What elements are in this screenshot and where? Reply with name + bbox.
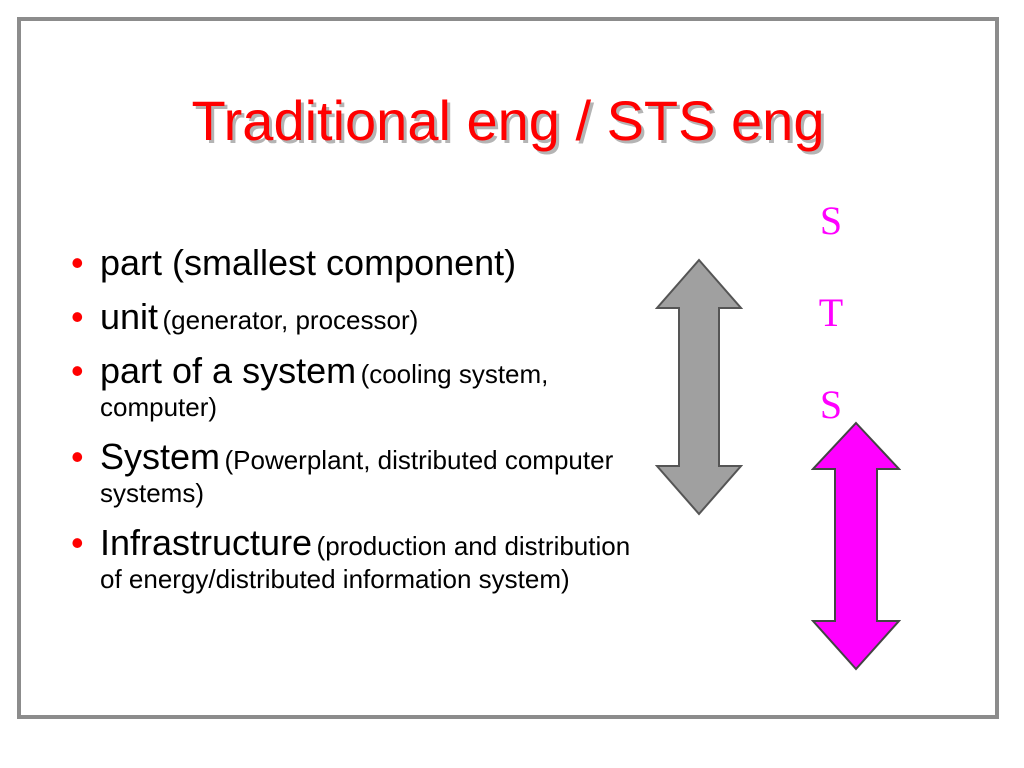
- bullet-main-text: part of a system: [100, 350, 357, 391]
- bullet-main-text: Infrastructure: [100, 522, 313, 563]
- bullet-item: • Infrastructure (production and distrib…: [67, 523, 657, 595]
- bullet-main-text: unit: [100, 296, 159, 337]
- bullet-main-text: System: [100, 436, 221, 477]
- bullet-icon: •: [71, 242, 84, 283]
- double-headed-vertical-arrow-icon: [811, 421, 901, 671]
- slide: Traditional eng / STS eng • part (smalle…: [17, 17, 999, 719]
- bullet-item: • part of a system (cooling system, comp…: [67, 351, 657, 423]
- bullet-sub-text: (generator, processor): [162, 305, 419, 335]
- bullet-main-text: part (smallest component): [100, 242, 517, 283]
- bullet-list: • part (smallest component) • unit (gene…: [67, 243, 657, 609]
- bullet-item: • part (smallest component): [67, 243, 657, 283]
- bullet-sub-text: (production and distribution of energy/d…: [100, 531, 631, 594]
- bullet-icon: •: [71, 296, 84, 337]
- bullet-icon: •: [71, 522, 84, 563]
- bullet-icon: •: [71, 350, 84, 391]
- sts-letter-s-top: S: [819, 198, 843, 243]
- sts-letter-s-bottom: S: [819, 382, 843, 427]
- bullet-item: • unit (generator, processor): [67, 297, 657, 337]
- bullet-sub-text: (Powerplant, distributed computer system…: [100, 445, 614, 508]
- bullet-item: • System (Powerplant, distributed comput…: [67, 437, 657, 509]
- sts-letter-t: T: [818, 290, 844, 335]
- slide-title: Traditional eng / STS eng: [191, 89, 825, 152]
- double-headed-vertical-arrow-icon: [655, 258, 743, 516]
- bullet-icon: •: [71, 436, 84, 477]
- bullet-sub-text: (cooling system, computer): [100, 359, 549, 422]
